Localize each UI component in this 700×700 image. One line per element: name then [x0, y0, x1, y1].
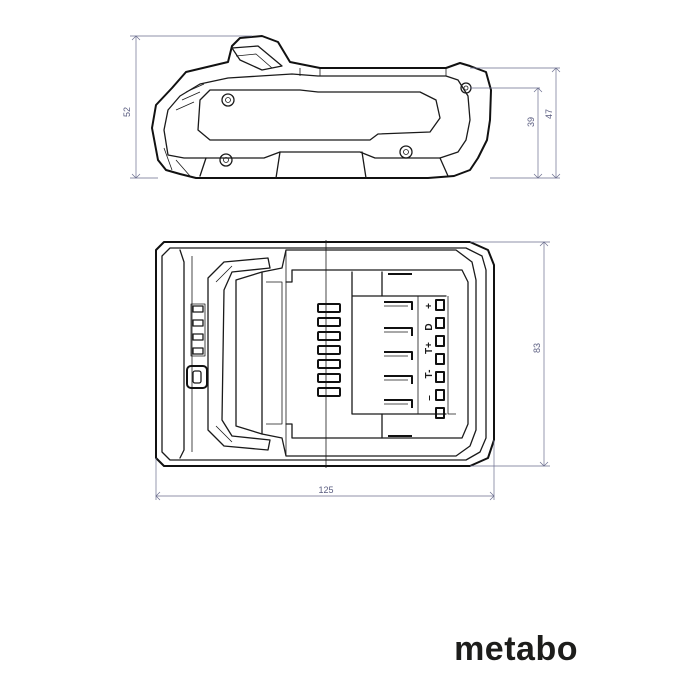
vent-slots [317, 303, 341, 397]
dimension-depth: 83 [532, 343, 542, 353]
charge-indicator [190, 303, 206, 357]
side-view [151, 35, 492, 179]
charge-check-button [186, 365, 208, 389]
dimension-body-height: 39 [526, 117, 536, 127]
dimension-width: 125 [318, 485, 333, 495]
terminal-label-t-minus: T- [424, 370, 435, 379]
latch-recess [207, 257, 271, 451]
terminal-label-t-plus: T+ [424, 342, 435, 354]
slide-rail [235, 249, 477, 457]
top-view-dimensions: 83 125 [155, 241, 550, 501]
dimension-total-height: 52 [122, 107, 132, 117]
dimension-rear-height: 47 [544, 109, 554, 119]
terminal-labels: + D T+ T- – [424, 303, 435, 401]
top-view: + D T+ T- – [155, 240, 495, 468]
terminal-label-d: D [424, 323, 435, 330]
side-view-panel [197, 89, 441, 141]
side-view-outline [151, 35, 492, 179]
screw-icon [219, 153, 233, 167]
led-indicator [192, 347, 204, 355]
metabo-logo: metabo [454, 630, 578, 668]
led-indicator [192, 319, 204, 327]
terminal-label-minus: – [424, 395, 435, 401]
contact-housing [351, 271, 456, 439]
top-view-outline [155, 241, 495, 467]
terminal-label-plus: + [424, 303, 435, 309]
screw-icon [221, 93, 235, 107]
led-indicator [192, 305, 204, 313]
led-indicator [192, 333, 204, 341]
screw-icon [399, 145, 413, 159]
side-view-body-contour [163, 73, 471, 159]
side-view-latch [231, 45, 283, 71]
side-view-dimensions: 52 47 39 [122, 35, 561, 179]
